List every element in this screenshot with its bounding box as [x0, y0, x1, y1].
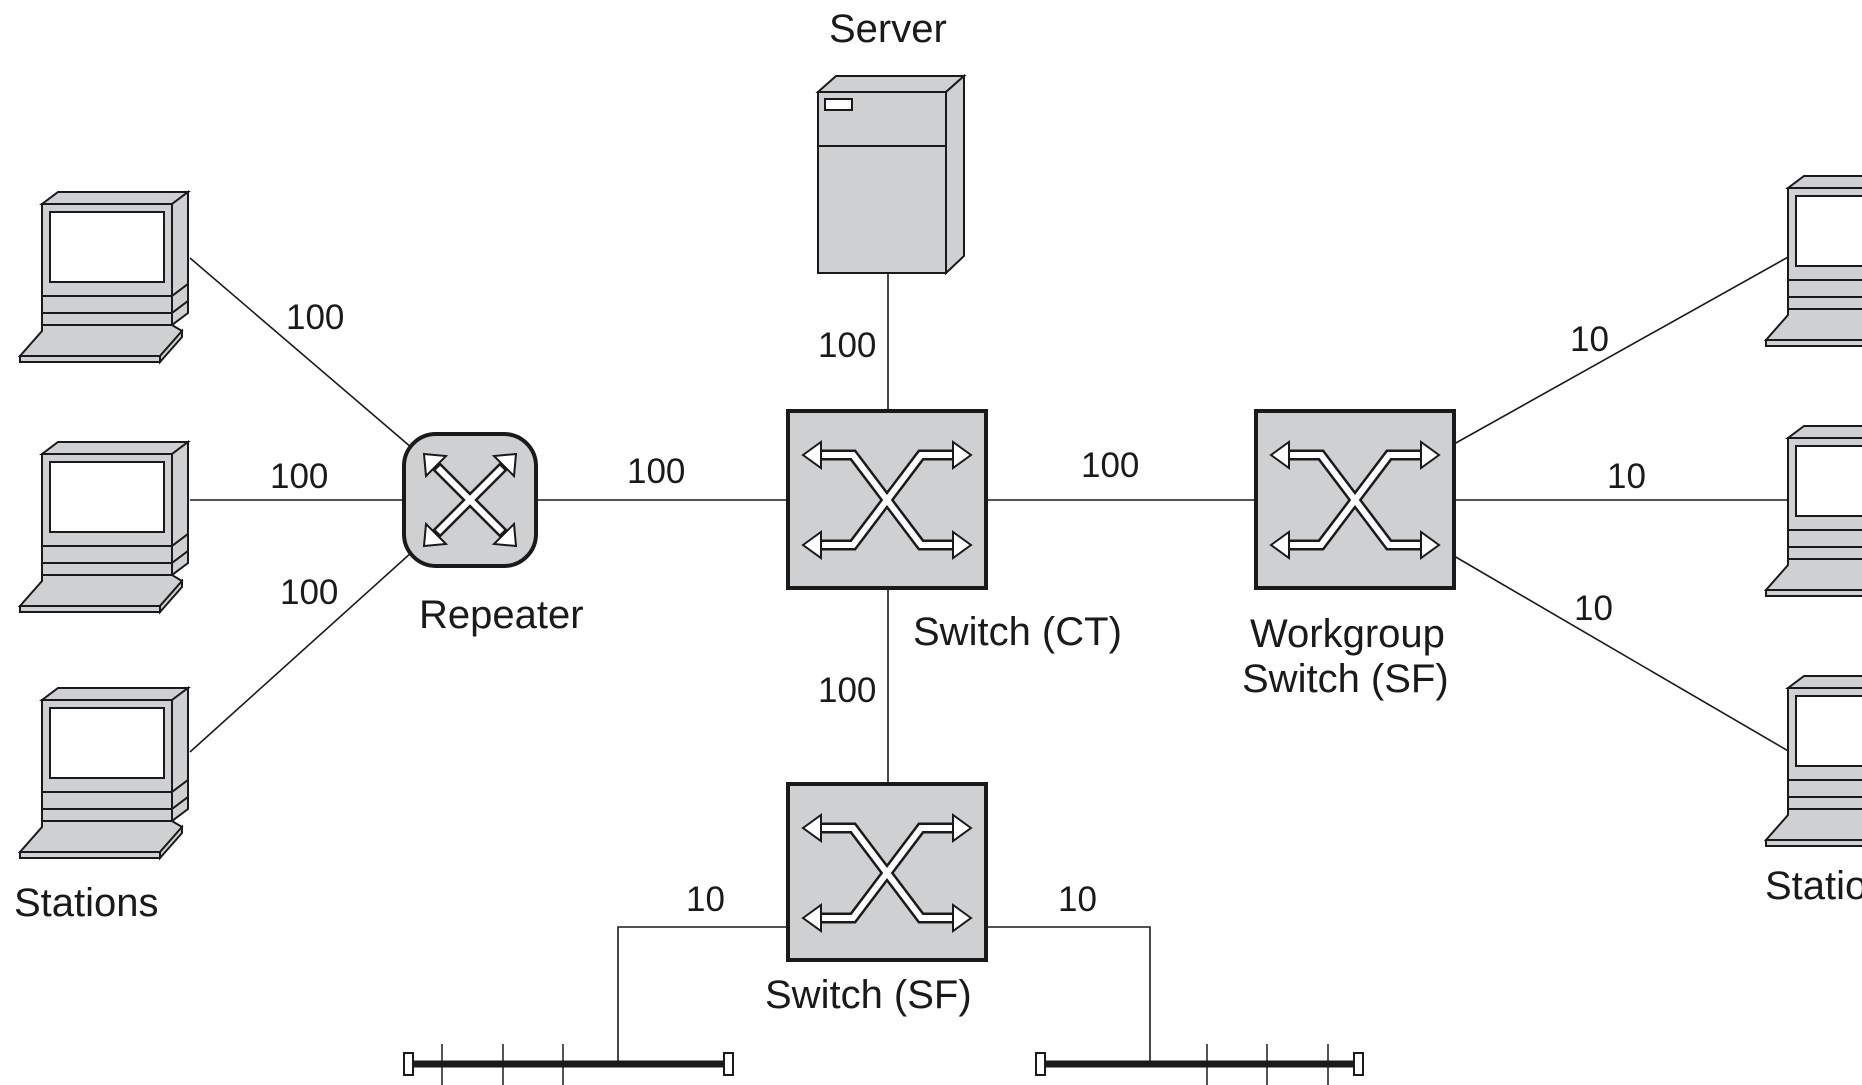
speed-label-switch-sf-left: 10	[686, 880, 725, 919]
station-computer-left-1	[19, 191, 189, 363]
stations-right-label: Statio	[1765, 864, 1862, 908]
link-station1-repeater	[189, 257, 413, 449]
link-station3-repeater	[189, 551, 413, 753]
station-computer-right-3	[1765, 675, 1862, 847]
server-icon	[815, 73, 967, 276]
station-computer-left-3	[19, 687, 189, 859]
station-computer-left-2	[19, 441, 189, 613]
speed-label-workgroup-station3: 10	[1574, 589, 1613, 628]
switch-ct-icon	[786, 409, 988, 590]
link-switch-sf-left-segment	[617, 926, 788, 1064]
speed-label-station3-repeater: 100	[280, 573, 338, 612]
lan-segment-left	[403, 1044, 734, 1085]
workgroup-switch-label-line2: Switch (SF)	[1242, 657, 1449, 701]
switch-sf-label: Switch (SF)	[765, 973, 972, 1017]
speed-label-repeater-switch-ct: 100	[627, 452, 685, 491]
repeater-label: Repeater	[419, 593, 584, 637]
repeater-icon	[402, 432, 538, 568]
station-computer-right-2	[1765, 425, 1862, 597]
link-workgroup-station3	[1453, 555, 1791, 753]
workgroup-switch-label-line1: Workgroup	[1250, 612, 1445, 656]
links	[189, 255, 1791, 1064]
switch-sf-icon	[786, 782, 988, 962]
speed-label-station2-repeater: 100	[270, 457, 328, 496]
lan-segment-right	[1035, 1044, 1364, 1085]
speed-label-workgroup-station1: 10	[1570, 320, 1609, 359]
server-label: Server	[829, 7, 947, 51]
speed-label-server-switch-ct: 100	[818, 326, 876, 365]
speed-label-station1-repeater: 100	[286, 298, 344, 337]
speed-label-workgroup-station2: 10	[1607, 457, 1646, 496]
stations-left-label: Stations	[14, 881, 159, 925]
speed-label-switch-sf-right: 10	[1058, 880, 1097, 919]
switch-ct-label: Switch (CT)	[913, 610, 1122, 654]
speed-label-switch-ct-workgroup: 100	[1081, 446, 1139, 485]
link-switch-sf-right-segment	[986, 926, 1151, 1064]
workgroup-switch-sf-icon	[1254, 409, 1456, 590]
link-workgroup-station1	[1453, 255, 1791, 445]
speed-label-switch-ct-switch-sf: 100	[818, 671, 876, 710]
